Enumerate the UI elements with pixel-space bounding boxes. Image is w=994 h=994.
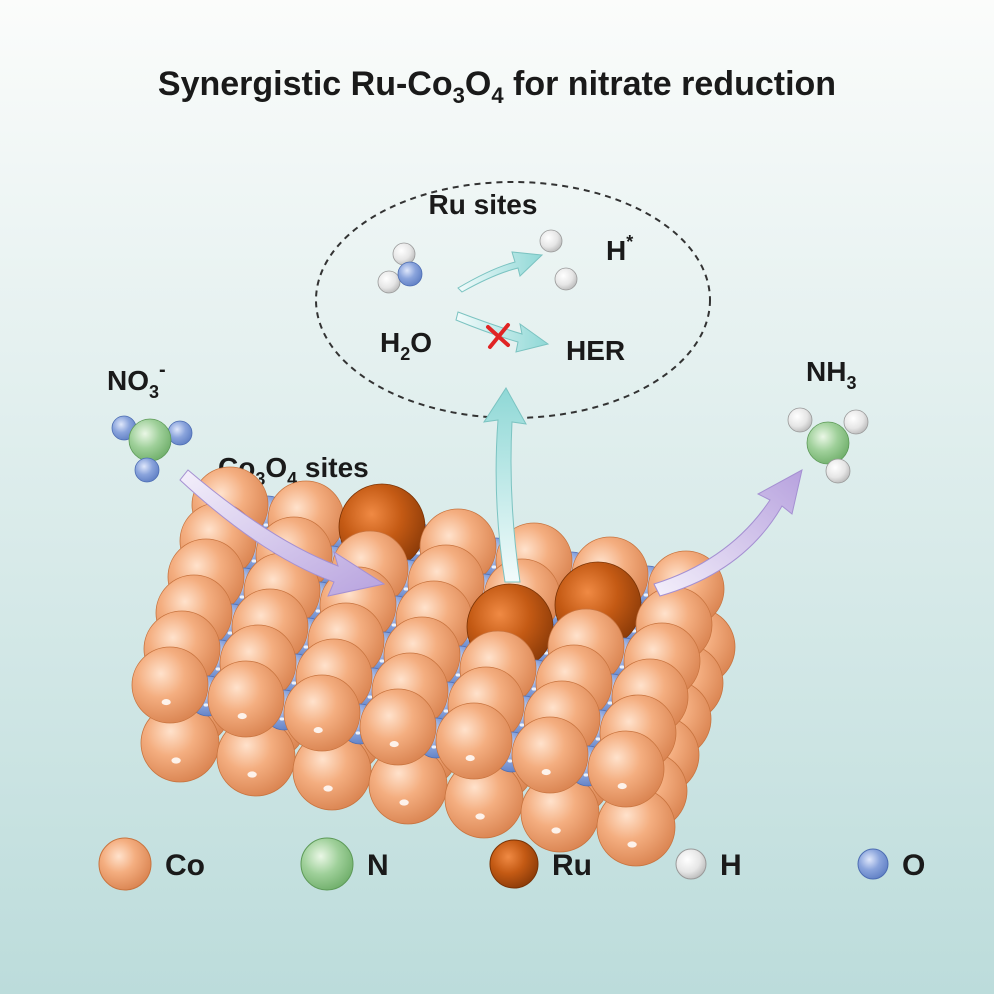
legend-item-ru: Ru [489,839,592,889]
arrow-to-h-star [457,251,544,293]
highlight [323,785,333,792]
legend-label: O [902,849,925,882]
legend-label: H [720,849,742,882]
highlight [227,631,233,635]
title: Synergistic Ru-Co3O4 for nitrate reducti… [158,65,836,108]
co-atom [359,688,437,766]
highlight [431,745,437,749]
legend-label: Co [165,849,205,882]
highlight [247,771,257,778]
legend-label: N [367,849,389,882]
highlight [215,667,221,671]
legend-item-h: H [675,848,742,882]
her-label: HER [566,335,625,366]
highlight [551,827,561,834]
legend-swatch [857,848,889,880]
highlight [161,699,171,706]
highlight [203,703,209,707]
highlight [475,813,485,820]
no3-label: NO3- [107,359,166,402]
highlight [313,727,323,734]
legend-item-co: Co [98,837,205,891]
highlight [627,841,637,848]
co-atom [131,646,209,724]
h-atoms [539,229,578,291]
h2o-label: H2O [380,327,432,364]
highlight [279,717,285,721]
co-atom [435,702,513,780]
ru-sites-bubble [315,181,711,419]
legend-item-n: N [300,837,389,891]
blocked-cross-icon [486,323,510,349]
highlight [607,701,613,705]
co-atom [511,716,589,794]
highlight [315,609,321,613]
highlight [617,783,627,790]
nitrate-molecule [111,415,193,483]
highlight [237,713,247,720]
highlight [455,673,461,677]
arrow-nitrate-in [179,469,386,597]
highlight [403,587,409,591]
highlight [263,523,269,527]
highlight [595,737,601,741]
nh3-label: NH3 [806,356,856,393]
legend-swatch [489,839,539,889]
highlight [507,759,513,763]
highlight [465,755,475,762]
highlight [303,645,309,649]
co-atom [283,674,361,752]
highlight [239,595,245,599]
highlight [389,741,399,748]
legend-label: Ru [552,849,592,882]
legend-swatch [300,837,354,891]
arrow-ammonia-out [653,469,803,597]
highlight [583,773,589,777]
highlight [171,757,181,764]
highlight [619,665,625,669]
arrow-up-to-bubble [482,387,527,583]
highlight [291,681,297,685]
co-atom [207,660,285,738]
legend: Co N Ru H O [98,837,925,891]
highlight [491,565,497,569]
ammonia-molecule [787,407,869,484]
ru-sites-label: Ru sites [429,189,538,220]
highlight [379,659,385,663]
highlight [367,695,373,699]
highlight [541,769,551,776]
legend-swatch [675,848,707,880]
water-molecule [377,242,423,294]
highlight [355,731,361,735]
highlight [531,687,537,691]
highlight [643,593,649,597]
highlight [399,799,409,806]
highlight [251,559,257,563]
co-atom [587,730,665,808]
co3o4-surface [131,466,736,867]
highlight [443,709,449,713]
highlight [391,623,397,627]
h-star-label: H* [606,232,633,266]
legend-item-o: O [857,848,925,882]
legend-swatch [98,837,152,891]
highlight [519,723,525,727]
